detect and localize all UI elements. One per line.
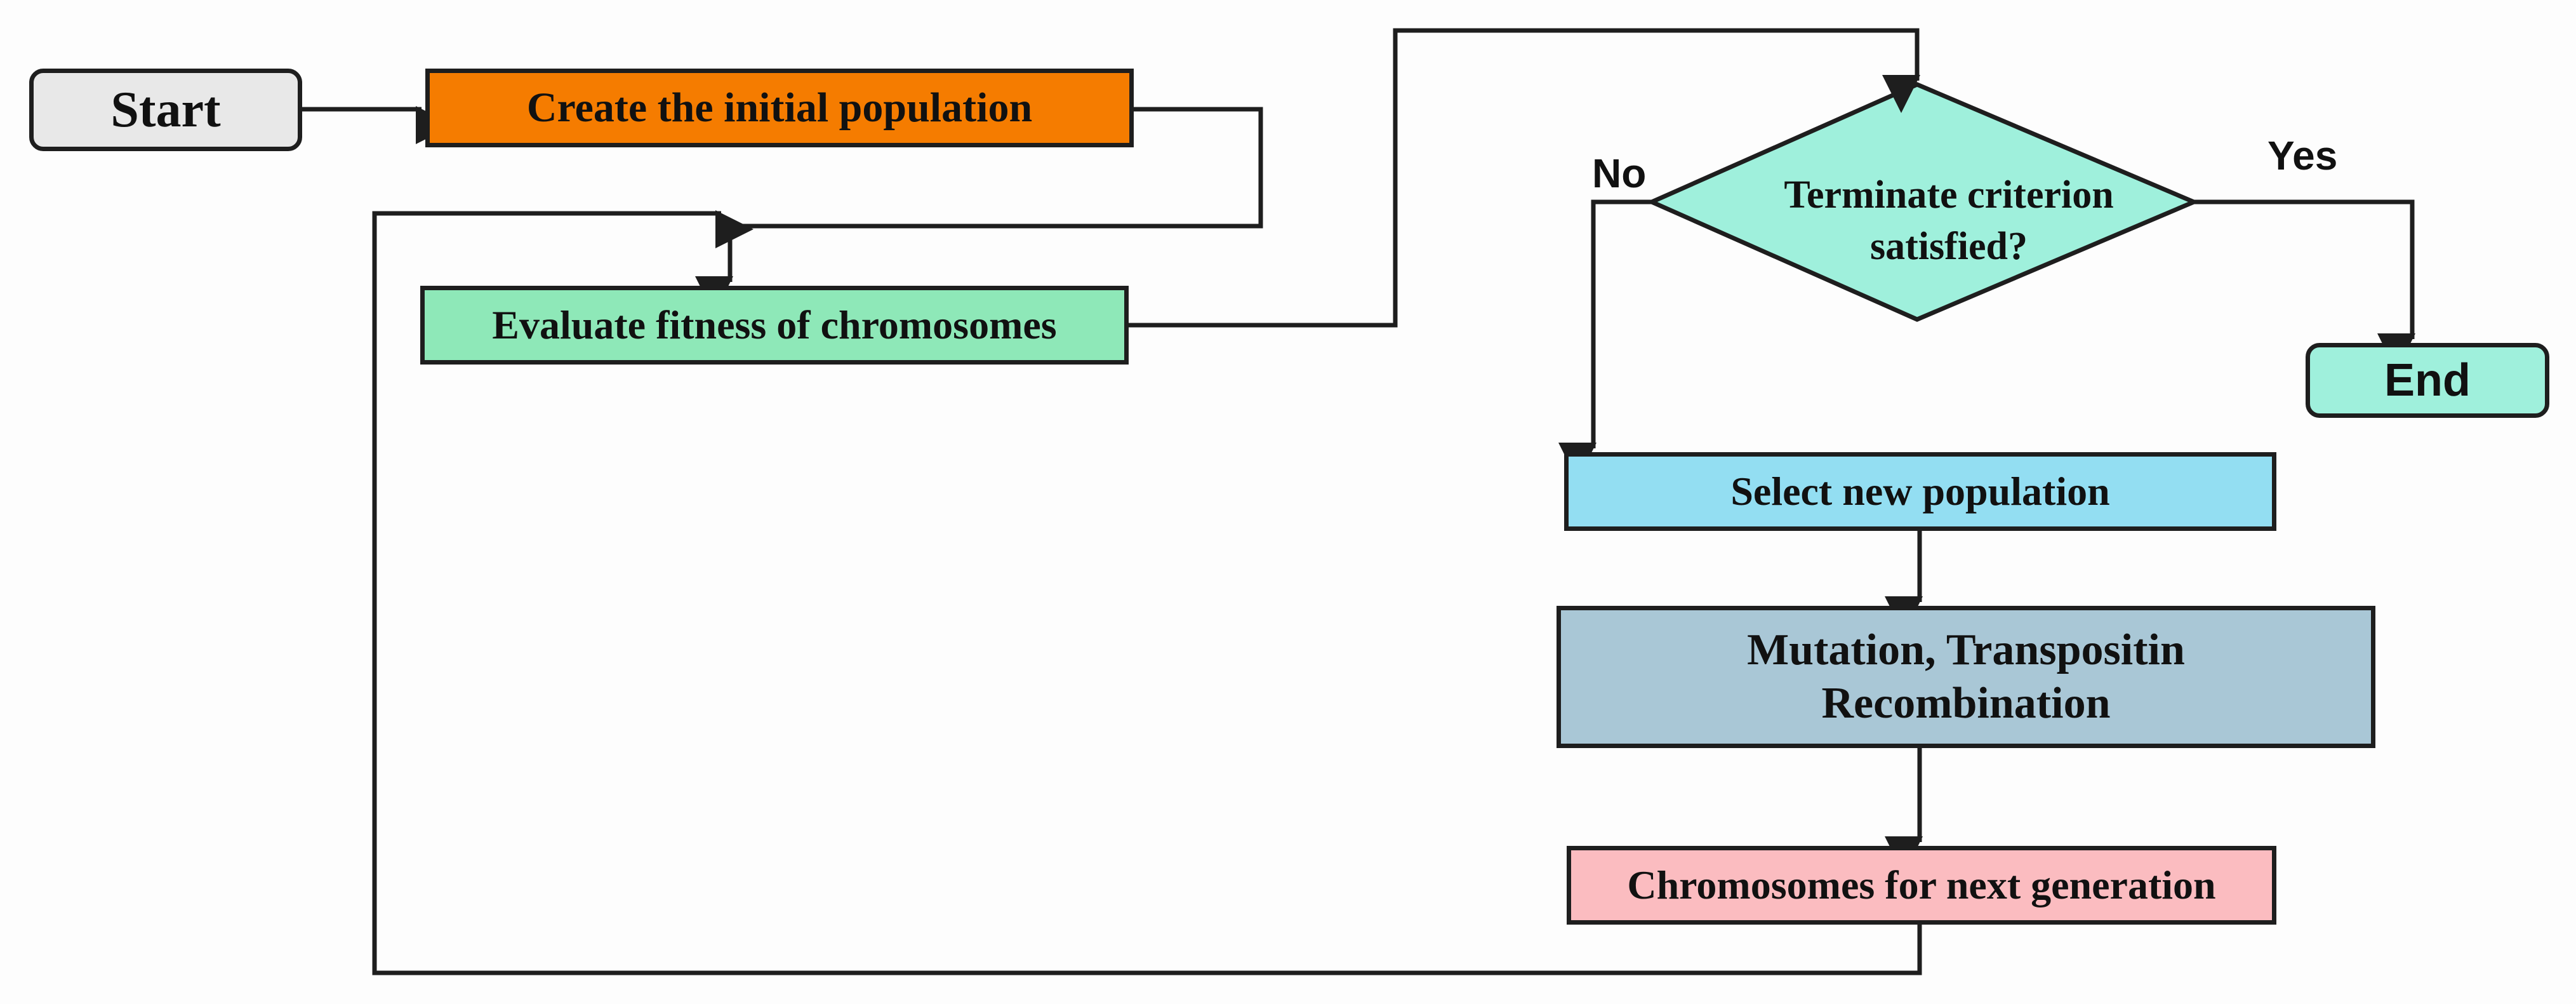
mutation-node: Mutation, Transpositin Recombination [1557,606,2375,748]
start-node: Start [29,69,302,151]
edge-next-loop-back [372,210,1922,975]
mutation-label-line2: Recombination [1821,679,2111,728]
next-generation-node: Chromosomes for next generation [1567,846,2276,925]
evaluate-fitness-label: Evaluate fitness of chromosomes [492,302,1057,347]
mutation-label-line1: Mutation, Transpositin [1747,626,2185,674]
select-population-label: Select new population [1730,469,2110,514]
select-population-node: Select new population [1564,452,2276,531]
start-label: Start [110,81,221,138]
create-population-node: Create the initial population [425,69,1134,147]
edge-evaluate-to-decision [1129,28,1920,328]
decision-diamond [1646,82,2200,322]
end-label: End [2384,355,2471,406]
evaluate-fitness-node: Evaluate fitness of chromosomes [420,286,1129,365]
edge-decision-no-to-select [1558,199,1652,481]
decision-label: Terminate criterion satisfied? [1676,157,2222,284]
create-population-label: Create the initial population [526,84,1033,131]
edge-label-no: No [1592,151,1647,196]
edge-decision-yes-to-end [2194,199,2415,371]
decision-label-line1: Terminate criterion [1784,173,2114,217]
edge-label-yes: Yes [2267,133,2338,178]
end-node: End [2306,343,2549,418]
decision-label-line2: satisfied? [1870,225,2028,268]
next-generation-label: Chromosomes for next generation [1627,862,2216,907]
